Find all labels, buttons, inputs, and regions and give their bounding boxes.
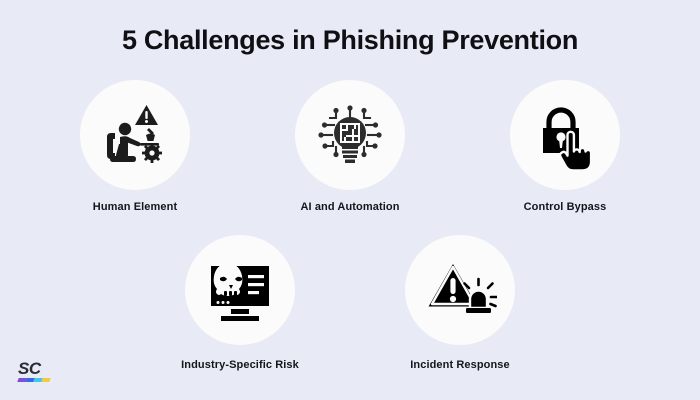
items-row-top: Human Element [0,80,700,213]
item-label: Industry-Specific Risk [181,359,299,371]
item-control-bypass: Control Bypass [508,80,623,213]
icon-circle [405,235,515,345]
logo-bar-yellow [41,378,51,382]
icon-circle [510,80,620,190]
item-ai-and-automation: AI and Automation [293,80,408,213]
sc-media-logo[interactable]: SC [17,359,52,382]
logo-gradient-bar [17,378,51,382]
item-human-element: Human Element [78,80,193,213]
icon-circle [295,80,405,190]
icon-circle [80,80,190,190]
item-incident-response: Incident Response [403,235,518,371]
items-row-bottom: Industry-Specific Risk [0,235,700,371]
person-at-desk-warning-gear-icon [99,99,171,171]
lightbulb-circuit-icon [314,99,386,171]
page-title: 5 Challenges in Phishing Prevention [121,25,579,55]
icon-circle [185,235,295,345]
monitor-skull-malware-icon [203,253,277,327]
item-label: Human Element [92,201,178,213]
logo-text: SC [18,359,41,378]
item-label: AI and Automation [300,201,400,213]
item-industry-specific-risk: Industry-Specific Risk [181,235,299,371]
item-label: Incident Response [410,359,510,371]
warning-triangle-siren-icon [423,253,497,327]
padlock-pointing-hand-icon [529,99,601,171]
item-label: Control Bypass [523,201,607,213]
